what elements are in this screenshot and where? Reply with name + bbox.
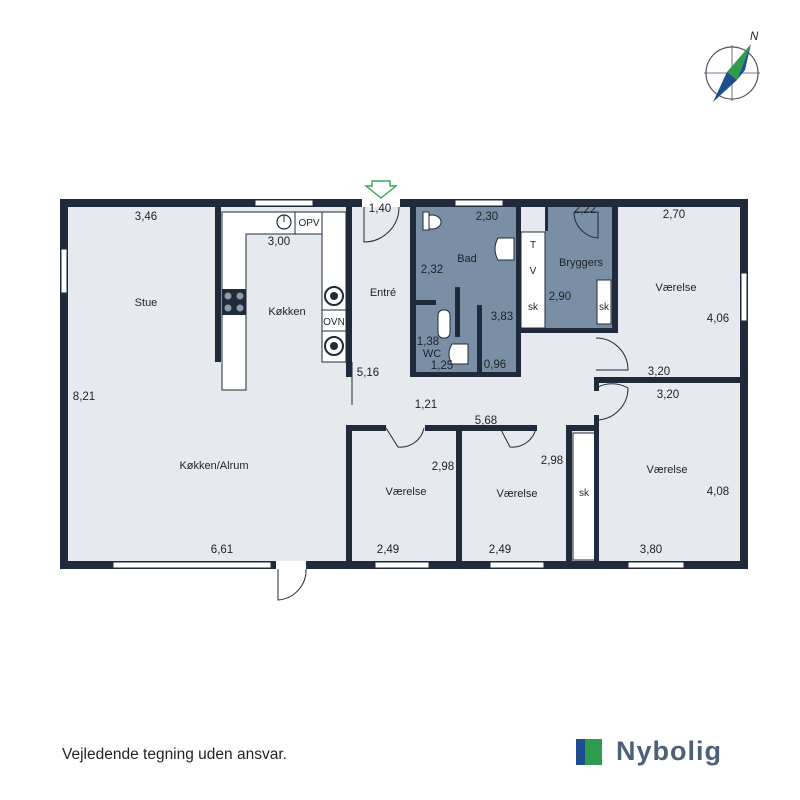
room-label-bad: Bad [457,253,477,265]
dimension-label: 1,38 [417,336,439,348]
dimension-label: 2,22 [574,204,596,216]
fixture-label-sk: sk [579,488,590,499]
dimension-label: 4,08 [707,486,729,498]
fixture-label-opv: OPV [298,218,319,229]
fan-icon [324,336,344,356]
dimension-label: 6,61 [211,544,233,556]
dimension-label: 2,30 [476,211,498,223]
dimension-label: 5,68 [475,415,497,427]
dimension-label: 2,49 [377,544,399,556]
bathroom-fixtures [422,211,515,365]
dimension-label: 3,80 [640,544,662,556]
brand-name: Nybolig [616,736,722,766]
north-label: N [750,31,759,43]
hob-icon [222,289,246,315]
dimension-label: 2,32 [421,264,443,276]
brand-logo: Nybolig [576,736,722,767]
room-label-vaerelse-e: Værelse [647,464,688,476]
room-label-koekken-alrum: Køkken/Alrum [179,460,248,472]
toilet-icon [437,309,451,339]
room-label-wc: WC [423,348,441,360]
room-label-koekken: Køkken [268,306,305,318]
fixture-label-ovn: OVN [323,317,345,328]
room-label-vaerelse-ne: Værelse [656,282,697,294]
kitchen-counters [221,211,347,391]
brand-mark-icon [576,738,602,765]
dimension-label: 8,21 [73,391,95,403]
dimension-label: 3,20 [648,366,670,378]
room-label-stue: Stue [135,297,158,309]
room-label-vaerelse-s1: Værelse [386,486,427,498]
dimension-label: 2,90 [549,291,571,303]
dimension-label: 1,25 [431,360,453,372]
dimension-label: 3,83 [491,311,513,323]
washbasin-icon [448,343,469,365]
fixture-label-sk: sk [528,302,539,313]
fixture-label-sk: sk [599,302,610,313]
dimension-label: 3,46 [135,211,157,223]
room-label-vaerelse-s2: Værelse [497,488,538,500]
dimension-label: 5,16 [357,367,379,379]
dimension-label: 2,49 [489,544,511,556]
entrance-arrow-icon [364,180,398,199]
compass-icon: N [704,31,760,102]
disclaimer-text: Vejledende tegning uden ansvar. [62,746,287,763]
dimension-label: 0,96 [484,359,506,371]
dimension-label: 1,40 [369,203,391,215]
dimension-labels: 3,46 3,00 8,21 6,61 1,40 5,16 2,30 2,32 … [73,203,729,556]
room-label-entre: Entré [370,287,396,299]
dimension-label: 2,98 [432,461,454,473]
fixture-labels: OPV OVN T V sk sk sk [298,218,610,499]
room-label-bryggers: Bryggers [559,257,604,269]
room-labels: Stue Køkken Køkken/Alrum Entré Bad WC Br… [135,253,697,500]
dimension-label: 3,20 [657,389,679,401]
dimension-label: 4,06 [707,313,729,325]
fixture-label-t: T [530,240,536,251]
dimension-label: 2,98 [541,455,563,467]
dimension-label: 1,21 [415,399,437,411]
dimension-label: 2,70 [663,209,685,221]
doors [276,199,629,601]
fixture-label-v: V [530,266,537,277]
floor-areas [68,207,740,561]
washbasin-icon [494,237,515,261]
windows [60,199,748,569]
fan-icon [324,286,344,306]
dimension-label: 3,00 [268,236,290,248]
